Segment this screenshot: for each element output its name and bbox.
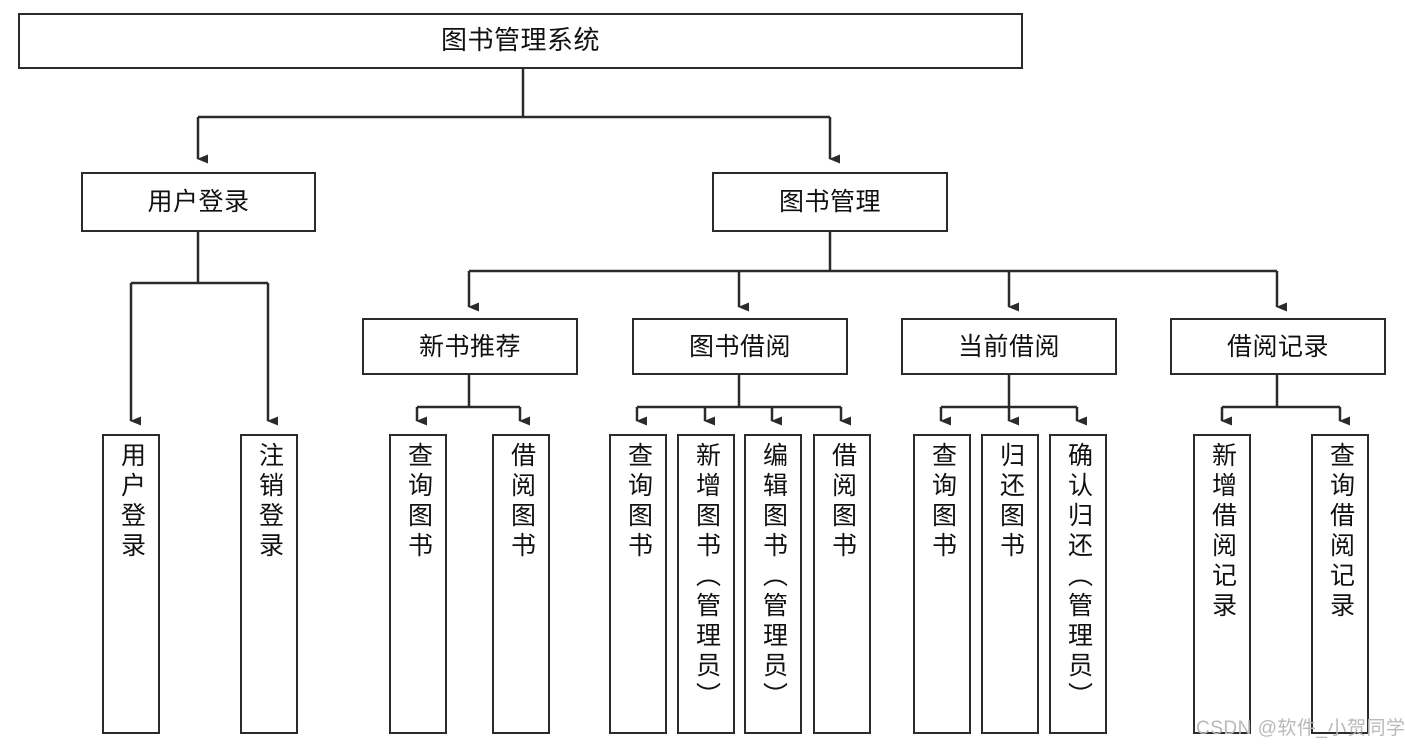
node-label: 用户登录 bbox=[147, 188, 250, 216]
node-leaf-borrow-book-newbook[interactable]: 借阅图书 bbox=[492, 434, 550, 734]
node-root-book-management-system[interactable]: 图书管理系统 bbox=[18, 13, 1023, 69]
node-label: 查询图书 bbox=[404, 442, 433, 562]
node-leaf-add-borrow-record[interactable]: 新增借阅记录 bbox=[1193, 434, 1251, 734]
node-leaf-query-book-current[interactable]: 查询图书 bbox=[913, 434, 971, 734]
node-leaf-add-book-admin[interactable]: 新增图书（管理员） bbox=[677, 434, 735, 734]
node-label: 借阅记录 bbox=[1226, 332, 1329, 361]
node-label: 图书管理系统 bbox=[440, 25, 600, 56]
node-leaf-query-book-newbook[interactable]: 查询图书 bbox=[389, 434, 447, 734]
node-label: 当前借阅 bbox=[957, 332, 1060, 361]
node-label: 查询图书 bbox=[928, 442, 957, 562]
node-label: 编辑图书（管理员） bbox=[759, 442, 788, 712]
node-label: 新书推荐 bbox=[418, 332, 521, 361]
node-borrow-records[interactable]: 借阅记录 bbox=[1170, 318, 1386, 375]
node-label: 图书管理 bbox=[778, 188, 881, 216]
node-label: 注销登录 bbox=[255, 442, 284, 562]
node-leaf-logout[interactable]: 注销登录 bbox=[240, 434, 298, 734]
node-label: 归还图书 bbox=[996, 442, 1025, 562]
node-label: 确认归还（管理员） bbox=[1064, 442, 1093, 712]
node-leaf-confirm-return-admin[interactable]: 确认归还（管理员） bbox=[1049, 434, 1107, 734]
node-label: 用户登录 bbox=[117, 442, 146, 562]
node-user-login[interactable]: 用户登录 bbox=[81, 172, 316, 232]
node-label: 新增借阅记录 bbox=[1208, 442, 1237, 622]
node-leaf-return-book[interactable]: 归还图书 bbox=[981, 434, 1039, 734]
node-label: 查询借阅记录 bbox=[1326, 442, 1355, 622]
node-book-management[interactable]: 图书管理 bbox=[712, 172, 948, 232]
node-new-book-recommend[interactable]: 新书推荐 bbox=[362, 318, 578, 375]
node-label: 借阅图书 bbox=[828, 442, 857, 562]
node-label: 新增图书（管理员） bbox=[692, 442, 721, 712]
node-label: 借阅图书 bbox=[507, 442, 536, 562]
node-leaf-user-login[interactable]: 用户登录 bbox=[102, 434, 160, 734]
node-leaf-borrow-book[interactable]: 借阅图书 bbox=[813, 434, 871, 734]
node-leaf-query-borrow-record[interactable]: 查询借阅记录 bbox=[1311, 434, 1369, 734]
node-book-borrow[interactable]: 图书借阅 bbox=[632, 318, 848, 375]
node-leaf-edit-book-admin[interactable]: 编辑图书（管理员） bbox=[744, 434, 802, 734]
node-label: 查询图书 bbox=[624, 442, 653, 562]
node-leaf-query-book-borrow[interactable]: 查询图书 bbox=[609, 434, 667, 734]
node-label: 图书借阅 bbox=[688, 332, 791, 361]
node-current-borrow[interactable]: 当前借阅 bbox=[901, 318, 1117, 375]
